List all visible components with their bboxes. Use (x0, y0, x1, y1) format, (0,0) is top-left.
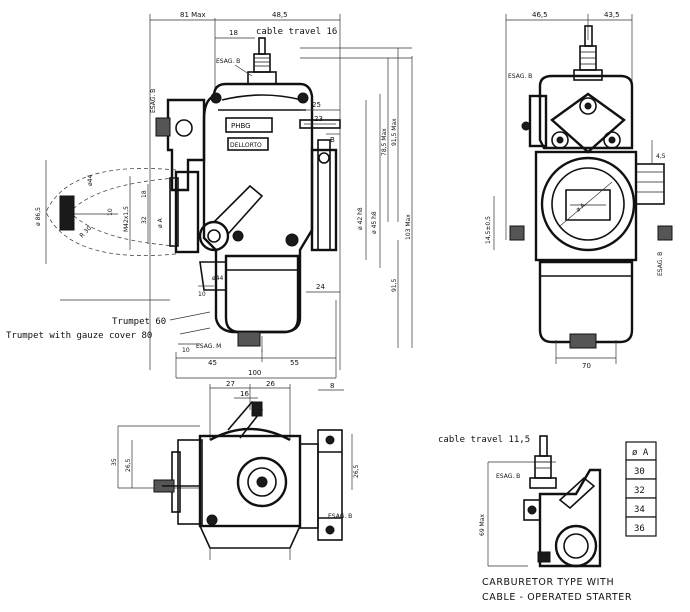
dim-18-left: 18 (141, 190, 148, 198)
starter-view: cable travel 11,5 69 Max ESAG. B CARBURE… (438, 435, 632, 603)
esag-b-left-label: ESAG. B (150, 89, 157, 113)
cable-travel-label: cable travel 16 (256, 27, 337, 37)
dim-phi-44-bowl: ø44 (212, 275, 223, 282)
dim-10-bottom-a: 10 (182, 347, 190, 354)
dim-78-5-max: 78,5 Max (381, 128, 388, 156)
dim-25: 25 (312, 101, 321, 109)
dim-b: B (330, 136, 335, 144)
dellorto-plate: DELLORTO (230, 142, 262, 149)
top-dim-8: 8 (330, 382, 334, 390)
dim-18: 18 (229, 29, 238, 37)
dim-46-5: 46,5 (532, 11, 548, 19)
top-view: 27 26 16 8 35 26,5 ESAG. B (111, 380, 360, 560)
top-esag-b-label: ESAG. B (328, 513, 352, 520)
dim-43-5: 43,5 (604, 11, 620, 19)
top-dim-16: 16 (240, 390, 249, 398)
dim-91-5: 91,5 (391, 278, 398, 292)
trumpet-60-label: Trumpet 60 (112, 317, 166, 327)
dim-103-max: 103 Max (405, 214, 412, 240)
dim-phi-86-5: ø 86,5 (35, 207, 42, 226)
top-dim-26-5: 26,5 (125, 458, 132, 472)
bore-table-cell: 34 (634, 505, 645, 515)
dim-100: 100 (248, 369, 261, 377)
dim-phi-42-h8: ø 42 h8 (357, 207, 364, 230)
front-dim-phi-a: ø A (575, 201, 588, 213)
dim-phi-44: ø44 (87, 175, 94, 186)
front-dim-70: 70 (582, 362, 591, 370)
top-dim-35: 35 (111, 458, 118, 466)
esag-m-label: ESAG. M (196, 343, 221, 350)
dim-91-5-max: 91,5 Max (391, 118, 398, 146)
front-dim-side: 14,5±0,5 (485, 216, 492, 244)
bore-table-header: ø A (632, 448, 649, 458)
dim-45: 45 (208, 359, 217, 367)
bore-size-table: ø A 30 32 34 36 (625, 441, 657, 537)
front-esag-side-label: ESAG. B (657, 252, 664, 276)
top-dim-27: 27 (226, 380, 235, 388)
phbg-plate: PHBG (231, 122, 251, 130)
bore-table-cell: 36 (634, 524, 645, 534)
front-dim-4-5: 4,5 (656, 153, 666, 160)
dim-32: 32 (141, 216, 148, 224)
dim-48-5: 48,5 (272, 11, 288, 19)
dim-phi-a-side: ø A (157, 217, 164, 228)
front-view: 46,5 43,5 ESAG. B ø A (485, 11, 673, 370)
starter-esag-b-label: ESAG. B (496, 473, 520, 480)
starter-caption-line1: CARBURETOR TYPE WITH (482, 577, 614, 588)
bore-table-cell: 30 (634, 467, 645, 477)
starter-cable-travel-label: cable travel 11,5 (438, 435, 530, 445)
bore-table-cell: 32 (634, 486, 645, 496)
dim-10-bottom-b: 10 (198, 291, 206, 298)
trumpet-gauze-label: Trumpet with gauze cover 80 (6, 331, 152, 341)
top-dim-26: 26 (266, 380, 275, 388)
dim-23: 23 (314, 115, 323, 123)
dim-81-max: 81 Max (180, 11, 206, 19)
side-view: 81 Max 48,5 18 cable travel 16 ESAG. B P… (6, 11, 413, 379)
starter-dim-69-max: 69 Max (479, 514, 486, 536)
starter-caption-line2: CABLE - OPERATED STARTER (482, 592, 632, 603)
dim-24: 24 (316, 283, 325, 291)
dim-m42: M42x1,5 (123, 206, 130, 232)
dim-10-left: 10 (107, 208, 114, 216)
esag-b-top-label: ESAG. B (216, 58, 240, 65)
front-esag-b-label: ESAG. B (508, 73, 532, 80)
top-dim-26-5-b: 26,5 (353, 464, 360, 478)
dim-r-30: R 30 (78, 225, 93, 240)
dim-55: 55 (290, 359, 299, 367)
dim-phi-45-h8: ø 45 h8 (371, 211, 378, 234)
